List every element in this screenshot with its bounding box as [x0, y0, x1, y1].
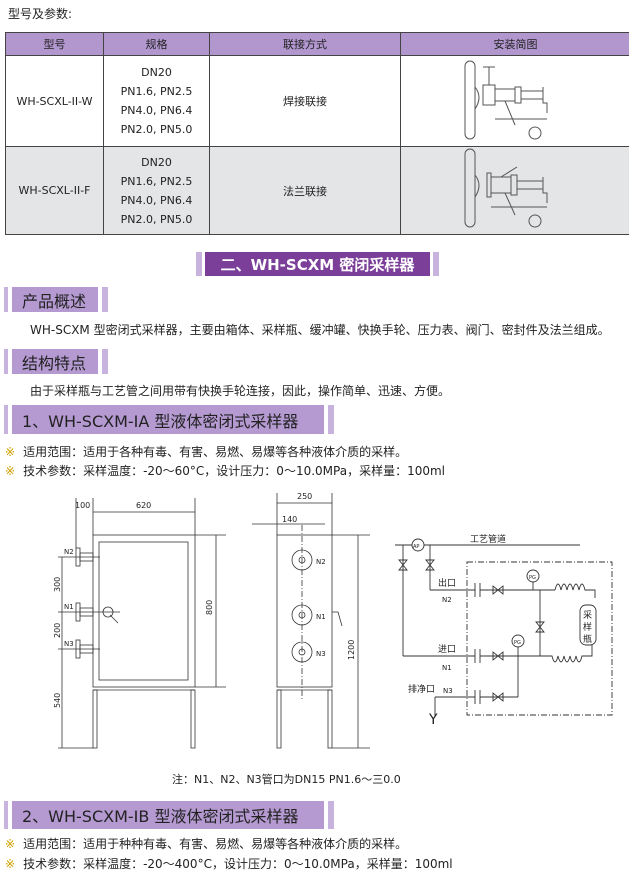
dim-label: 800	[205, 600, 214, 615]
section-title: 二、WH-SCXM 密闭采样器	[205, 252, 430, 276]
dim-label: 100	[75, 501, 90, 510]
overview-heading: 产品概述	[12, 287, 98, 312]
port-label: N1	[316, 613, 326, 621]
model-cell: WH-SCXL-II-F	[5, 146, 104, 235]
bottle-label: 采	[583, 610, 592, 621]
connection-cell: 法兰联接	[209, 146, 401, 235]
flanges	[474, 583, 481, 704]
install-diagram	[400, 55, 629, 147]
features-heading-box: 结构特点	[4, 349, 108, 374]
port-flanges	[75, 547, 94, 659]
bottle-label: 瓶	[583, 633, 592, 645]
bullet-text: 技术参数：采样温度：-20～60°C，设计压力：0～10.0MPa，采样量：10…	[23, 464, 445, 478]
spec-line: PN4.0, PN6.4	[120, 104, 193, 117]
intro-label: 型号及参数:	[8, 7, 73, 21]
inlet-label: 进口	[438, 644, 456, 655]
connection-cell: 焊接联接	[209, 55, 401, 147]
spec-line: PN2.0, PN5.0	[120, 212, 193, 226]
ia-bullet-scope: ※ 适用范围：适用于各种有毒、有害、易燃、易爆等各种液体介质的采样。	[5, 443, 407, 460]
install-diagram	[400, 146, 629, 235]
install-sketch-welded	[464, 60, 547, 139]
model-ib-heading: 2、WH-SCXM-IB 型液体密闭式采样器	[12, 801, 324, 829]
col-spec: 规格	[103, 32, 210, 56]
spec-line: PN1.6, PN2.5	[120, 174, 193, 188]
bullet-icon: ※	[5, 445, 16, 459]
install-sketch-flanged	[464, 148, 547, 228]
dim-label: 250	[297, 492, 312, 501]
col-diagram: 安装简图	[400, 32, 629, 56]
bullet-text: 适用范围：适用于种种有毒、有害、易燃、易爆等各种液体介质的采样。	[23, 837, 408, 851]
pg-label: PG	[529, 575, 536, 581]
dim-label: 540	[53, 693, 62, 708]
n3-label: N3	[443, 687, 453, 695]
pipe-label: 工艺管道	[470, 533, 506, 545]
features-text: 由于采样瓶与工艺管之间用带有快换手轮连接，因此，操作简单、迅速、方便。	[30, 384, 451, 398]
overview-text: WH-SCXM 型密闭式采样器，主要由箱体、采样瓶、缓冲罐、快换手轮、压力表、阀…	[30, 323, 610, 337]
ib-bullet-scope: ※ 适用范围：适用于种种有毒、有害、易燃、易爆等各种液体介质的采样。	[5, 835, 407, 852]
port-label: N3	[316, 650, 326, 658]
n1-label: N1	[442, 664, 452, 672]
features-heading: 结构特点	[12, 349, 98, 374]
ia-bullet-params: ※ 技术参数：采样温度：-20～60°C，设计压力：0～10.0MPa，采样量：1…	[5, 462, 445, 479]
spec-line: PN4.0, PN6.4	[120, 193, 193, 207]
table-header: 型号 规格 联接方式 安装简图	[5, 32, 629, 56]
col-connection: 联接方式	[209, 32, 401, 56]
dim-label: 620	[136, 501, 151, 510]
overview-heading-box: 产品概述	[4, 287, 108, 312]
dim-label: 200	[53, 623, 62, 638]
outlet-label: 出口	[438, 577, 456, 589]
port-label: N3	[64, 640, 74, 648]
pg-label: PG	[514, 640, 521, 646]
process-schematic: 工艺管道 AP PG PG 出口 进口 排净口 N2 N1 N3 采 样 瓶 Y	[395, 533, 613, 728]
hose-coil-bottom	[540, 644, 593, 663]
spec-line: DN20	[141, 155, 172, 169]
dim-label: 140	[282, 515, 297, 524]
section-banner: 二、WH-SCXM 密闭采样器	[196, 252, 439, 276]
hose-coil-top	[554, 583, 596, 598]
bullet-icon: ※	[5, 857, 16, 871]
ap-label: AP	[413, 544, 419, 550]
col-model: 型号	[5, 32, 104, 56]
n2-label: N2	[442, 596, 452, 604]
model-cell: WH-SCXL-II-W	[5, 55, 104, 147]
ib-bullet-params: ※ 技术参数：采样温度：-20～400°C，设计压力：0～10.0MPa，采样量：…	[5, 855, 453, 872]
model-ib-heading-box: 2、WH-SCXM-IB 型液体密闭式采样器	[4, 801, 334, 829]
bullet-text: 技术参数：采样温度：-20～400°C，设计压力：0～10.0MPa，采样量：1…	[23, 857, 453, 871]
model-ia-heading: 1、WH-SCXM-IA 型液体密闭式采样器	[12, 405, 324, 434]
port-label: N1	[64, 603, 74, 611]
spec-line: PN2.0, PN5.0	[120, 123, 193, 136]
spec-line: PN1.6, PN2.5	[120, 85, 193, 98]
cabinet-drawing: 100 620 800 300 200 540 250 140 1200 N2 …	[53, 492, 370, 749]
sample-bottle	[579, 604, 597, 646]
drain-y-label: Y	[428, 712, 438, 728]
spec-line: DN20	[141, 66, 172, 79]
model-ia-heading-box: 1、WH-SCXM-IA 型液体密闭式采样器	[4, 405, 334, 434]
port-label: N2	[316, 558, 326, 566]
bullet-text: 适用范围：适用于各种有毒、有害、易燃、易爆等各种液体介质的采样。	[23, 445, 408, 459]
drain-label: 排净口	[408, 683, 435, 695]
bullet-icon: ※	[5, 837, 16, 851]
bottle-label: 样	[583, 621, 592, 633]
dim-label: 300	[53, 577, 62, 592]
port-label: N2	[64, 548, 74, 556]
dim-label: 1200	[347, 640, 356, 660]
note: 注：N1、N2、N3管口为DN15 PN1.6～三0.0	[172, 773, 401, 786]
bullet-icon: ※	[5, 464, 16, 478]
